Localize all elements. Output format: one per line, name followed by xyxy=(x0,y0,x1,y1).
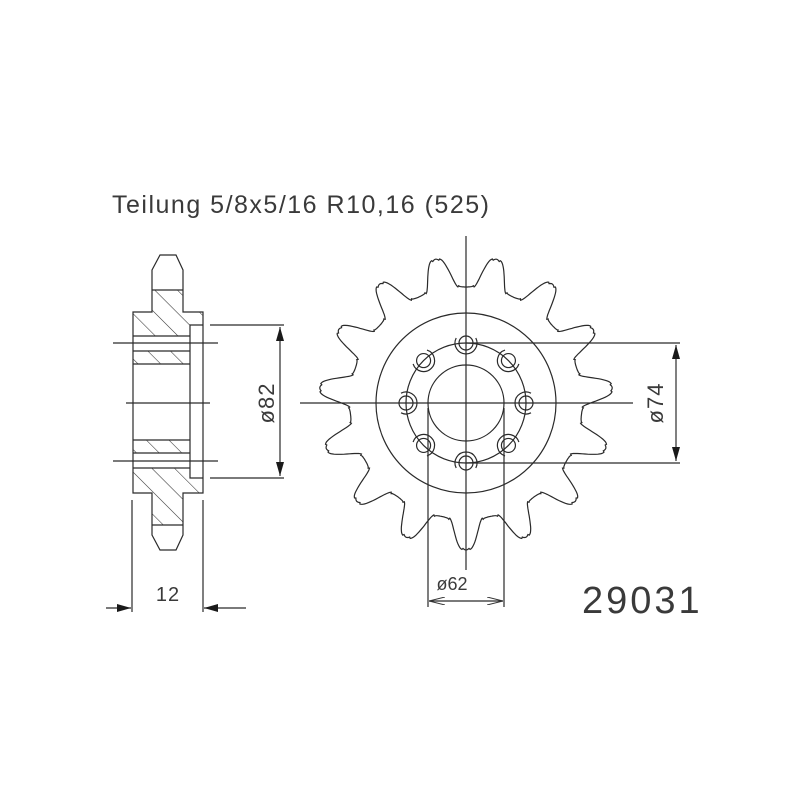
drawing-title: Teilung 5/8x5/16 R10,16 (525) xyxy=(112,191,490,219)
bore-diameter-label: ø62 xyxy=(436,574,467,594)
bolt-hole xyxy=(415,352,432,369)
hub-recess xyxy=(189,324,203,479)
hub-diameter-label: ø82 xyxy=(254,383,279,424)
bolt-counterbore-arc xyxy=(496,349,520,373)
bolt-hole xyxy=(500,352,517,369)
hatch-bottom xyxy=(133,468,203,525)
front-view: ø74 ø62 xyxy=(300,236,680,607)
bolt-hole xyxy=(415,437,432,454)
bolt-counterbore-arc xyxy=(496,433,520,457)
bolt-counterbore-arc xyxy=(412,349,436,373)
side-view: ø82 12 xyxy=(106,254,284,612)
bolt-counterbore-arc xyxy=(412,433,436,457)
bolt-hole xyxy=(500,437,517,454)
width-label: 12 xyxy=(156,584,180,606)
bolt-circle-label: ø74 xyxy=(643,383,668,424)
hatch-top xyxy=(133,290,203,336)
part-number: 29031 xyxy=(582,580,703,622)
